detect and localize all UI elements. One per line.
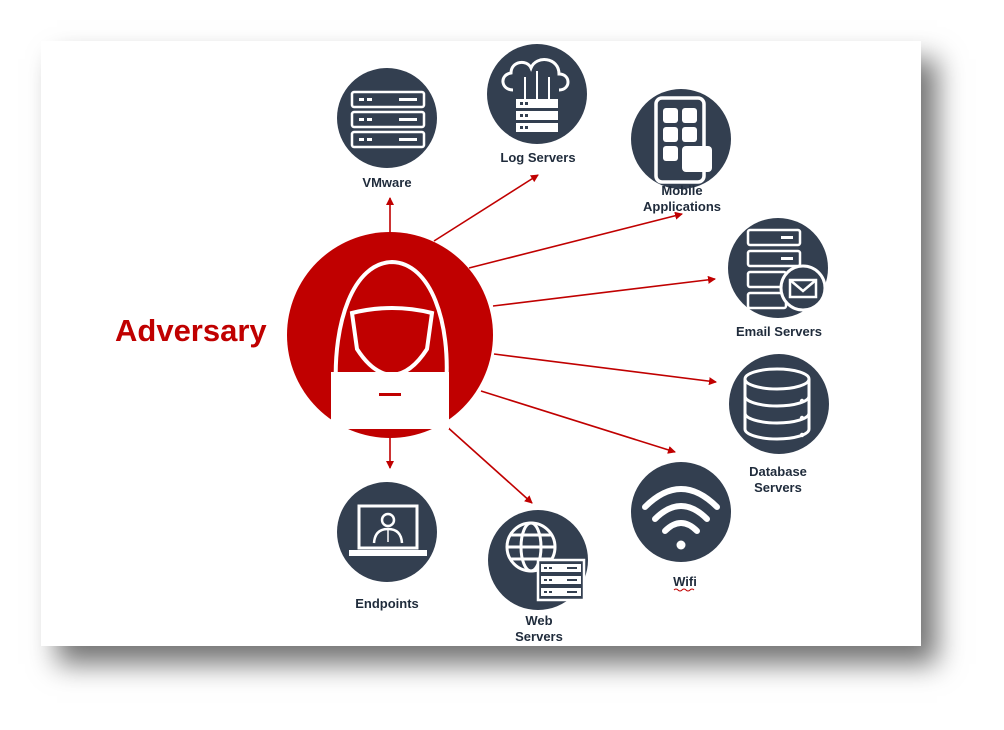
envelope-badge (779, 264, 827, 312)
email-label: Email Servers (736, 324, 822, 339)
arrow-to-email (492, 275, 716, 307)
cloud-server-units (516, 99, 558, 132)
vmware-label: VMware (362, 175, 411, 190)
arrow-to-log-servers (433, 174, 539, 242)
node-mobile[interactable]: Mobile Applications (631, 89, 731, 214)
attack-surface-diagram: Adversary VMware (115, 44, 829, 644)
web-label-line2: Servers (515, 629, 563, 644)
cloud-server-wires (524, 71, 550, 99)
arrow-to-mobile (468, 211, 683, 269)
web-server-units (541, 564, 581, 596)
wifi-icon (642, 486, 720, 534)
app-tiles (663, 108, 712, 172)
wifi-dot (676, 540, 686, 550)
email-server-lights (781, 236, 793, 260)
attack-arrows (386, 174, 717, 504)
node-email[interactable]: Email Servers (728, 218, 828, 339)
log-servers-label: Log Servers (500, 150, 575, 165)
wifi-circle (631, 462, 731, 562)
smartphone-icon (654, 96, 706, 184)
arrow-to-web (444, 424, 533, 504)
laptop-logo (379, 393, 401, 396)
envelope-icon (788, 278, 818, 299)
laptop-icon (331, 372, 449, 429)
database-label-line1: Database (749, 464, 807, 479)
adversary-figure: Adversary (115, 232, 493, 438)
web-server-lights (544, 567, 577, 593)
database-label-line2: Servers (754, 480, 802, 495)
node-web[interactable]: Web Servers (488, 510, 588, 644)
cloud-server-unit-lights (520, 102, 528, 129)
adversary-title: Adversary (115, 313, 267, 348)
wifi-label: Wifi (673, 574, 697, 589)
diagram-card: Adversary VMware (41, 41, 921, 646)
node-log-servers[interactable]: Log Servers (487, 44, 587, 165)
database-icon (743, 367, 811, 441)
face-mask-icon (349, 306, 435, 378)
spellcheck-underline (673, 588, 695, 592)
endpoints-circle (337, 482, 437, 582)
hood-outline-icon (333, 259, 449, 389)
laptop-user-icon (349, 504, 427, 556)
arrow-to-database (493, 353, 717, 386)
cloud-server-icon (501, 58, 570, 92)
arrow-to-wifi (480, 390, 676, 454)
mobile-label-line2: Applications (643, 199, 721, 214)
web-label-line1: Web (525, 613, 552, 628)
database-lights (799, 398, 805, 438)
mobile-label-line1: Mobile (661, 183, 702, 198)
node-vmware[interactable]: VMware (337, 68, 437, 190)
mobile-circle (631, 89, 731, 189)
node-wifi[interactable]: Wifi (631, 462, 731, 592)
node-endpoints[interactable]: Endpoints (337, 482, 437, 611)
server-rack-lights (359, 98, 417, 141)
endpoints-label: Endpoints (355, 596, 419, 611)
database-circle (729, 354, 829, 454)
globe-server-icon (505, 521, 557, 573)
server-rack-icon (350, 90, 426, 149)
node-database[interactable]: Database Servers (729, 354, 829, 495)
